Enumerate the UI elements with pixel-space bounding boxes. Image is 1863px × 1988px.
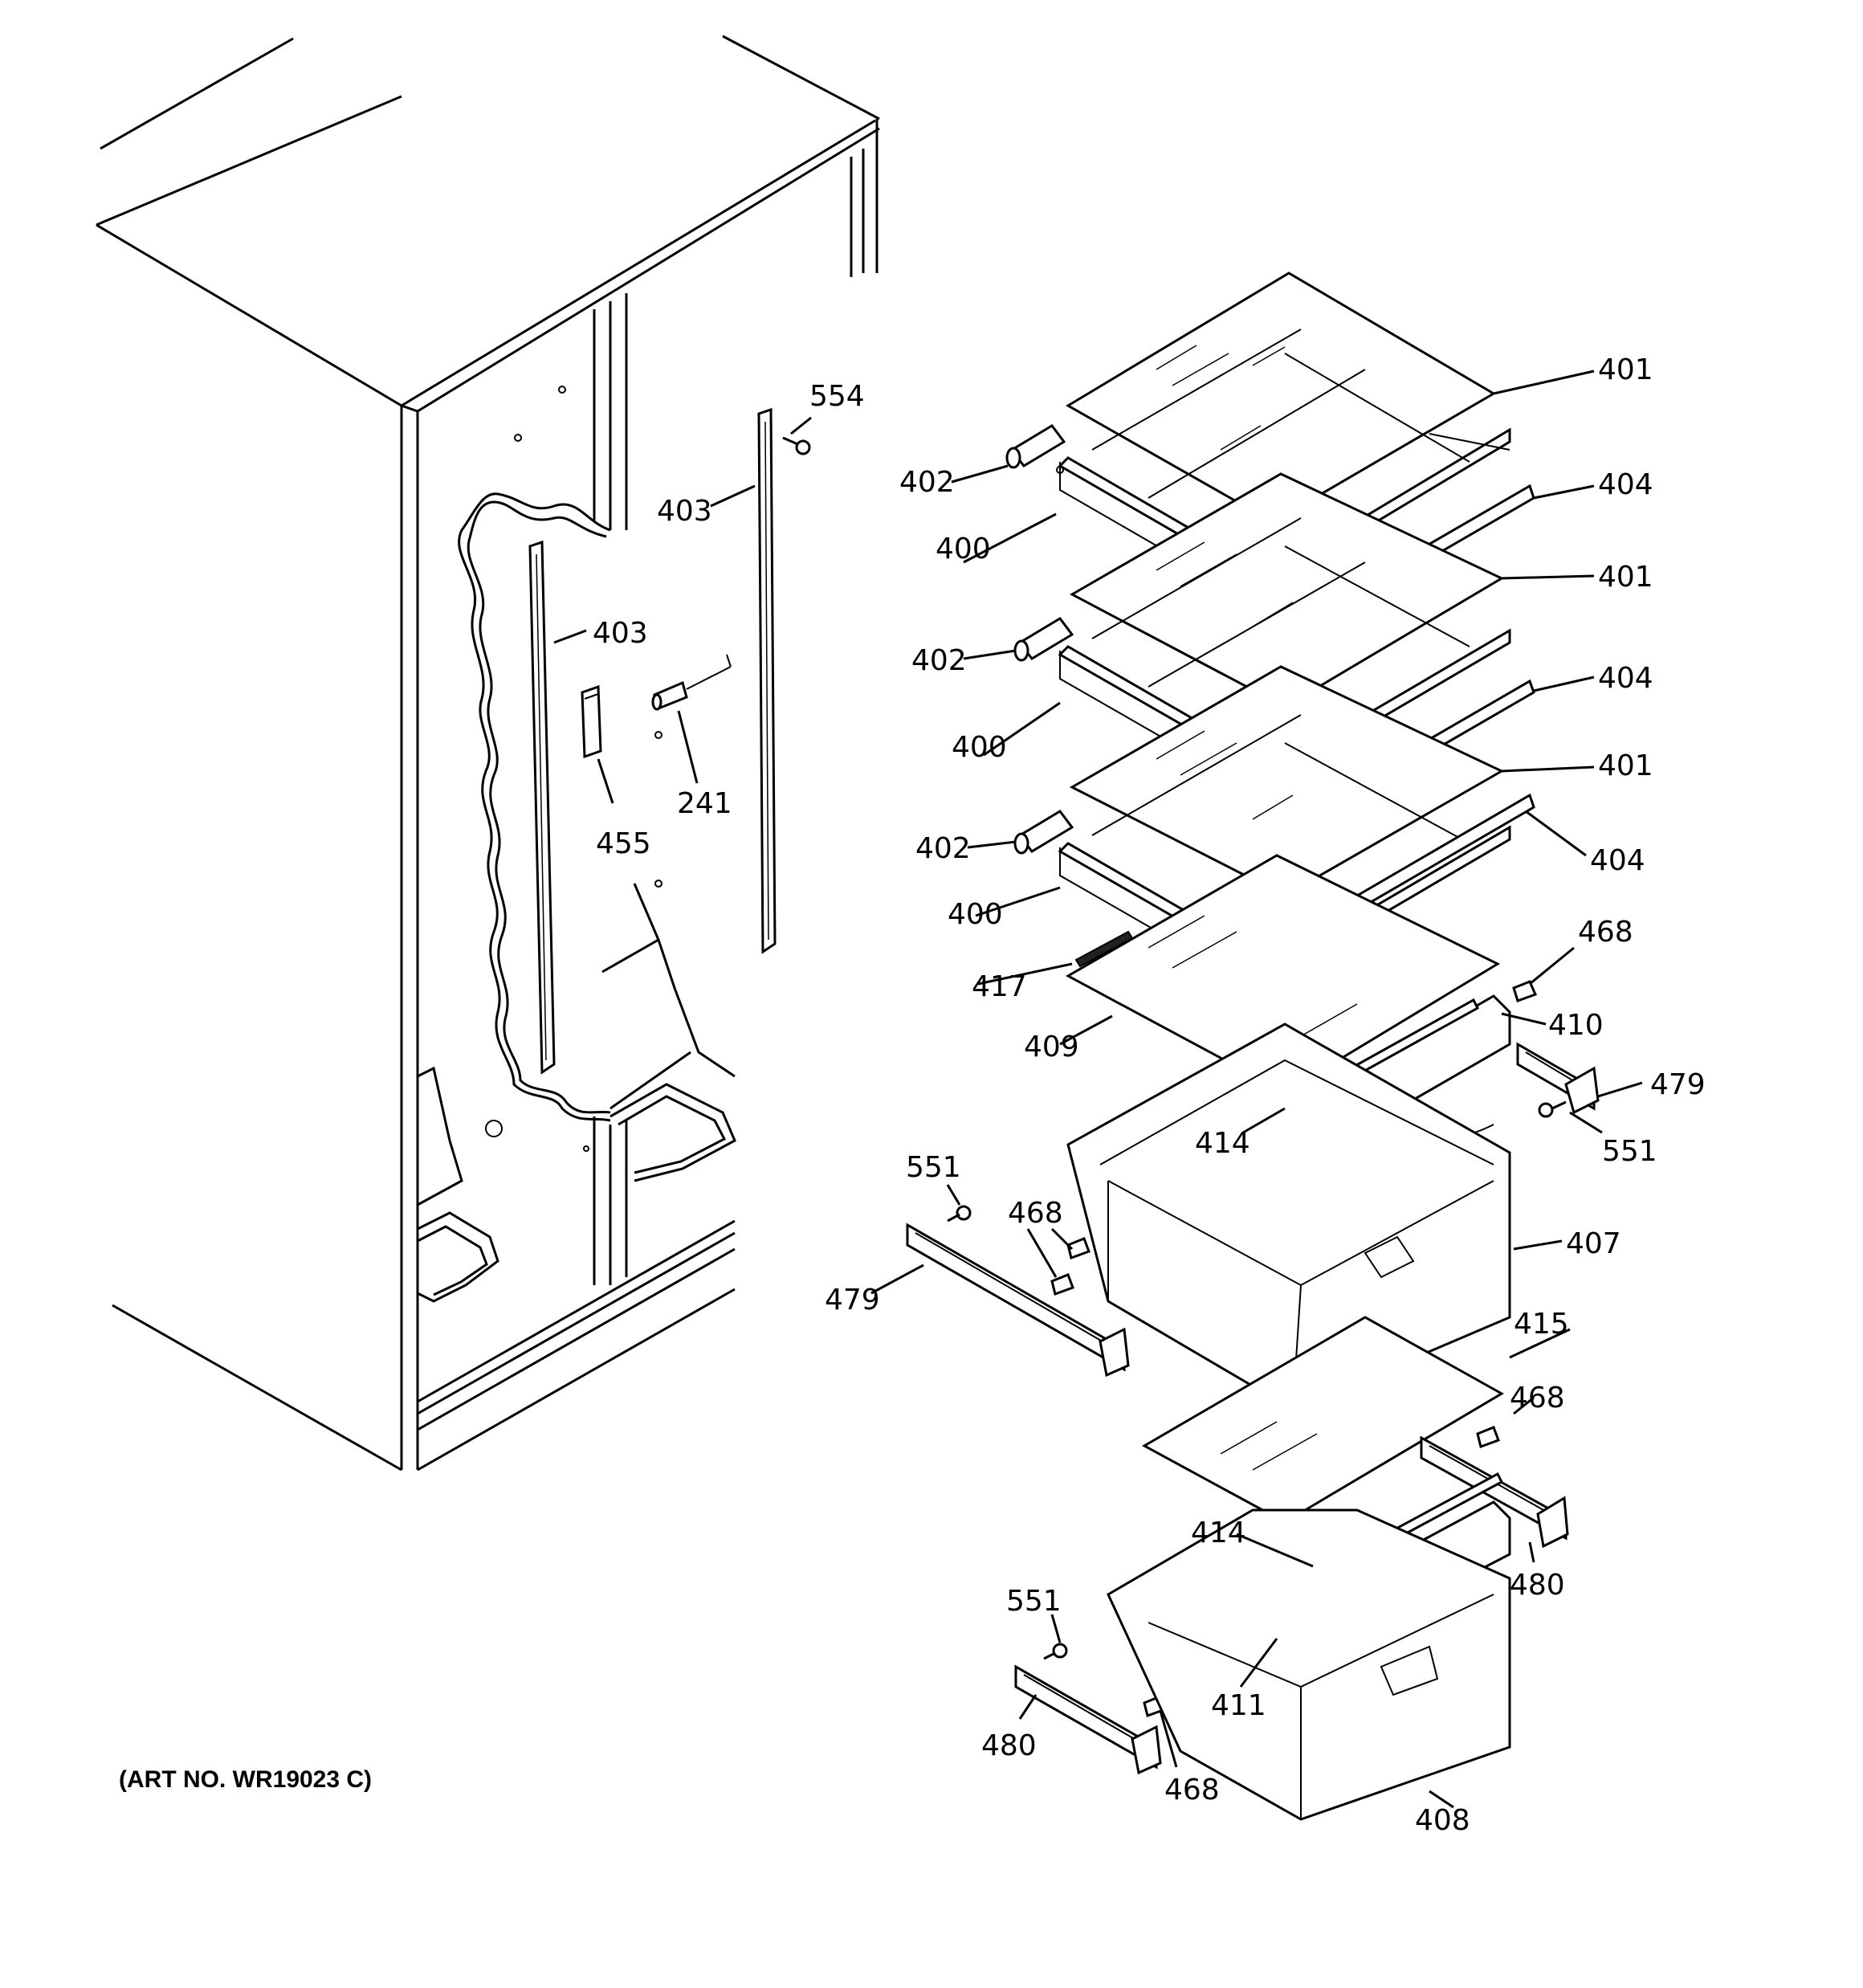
callout-414-2: 414 xyxy=(1191,1517,1246,1549)
callout-480-left: 480 xyxy=(981,1729,1037,1762)
callout-551-1: 551 xyxy=(1602,1135,1657,1168)
callout-415: 415 xyxy=(1514,1308,1569,1341)
shelf-ladder-right xyxy=(757,407,777,954)
art-number: (ART NO. WR19023 C) xyxy=(119,1766,372,1793)
callout-479-right: 479 xyxy=(1650,1068,1706,1101)
leader-lines xyxy=(553,369,1643,1809)
cap-468-3 xyxy=(1476,1426,1500,1448)
callout-551-3: 551 xyxy=(1006,1585,1062,1618)
part-241 xyxy=(651,654,732,711)
screw-554 xyxy=(782,436,811,455)
callout-410: 410 xyxy=(1548,1009,1604,1042)
callout-468-3: 468 xyxy=(1510,1382,1565,1414)
callout-400-2: 400 xyxy=(952,731,1007,764)
callout-408: 408 xyxy=(1415,1804,1470,1837)
callout-414-1: 414 xyxy=(1195,1127,1250,1160)
callout-409: 409 xyxy=(1024,1031,1079,1063)
callout-403-right: 403 xyxy=(657,495,712,528)
callout-labels: 554 403 403 455 241 401 402 400 404 401 … xyxy=(593,353,1706,1837)
callout-402-1: 402 xyxy=(899,466,955,499)
callout-401-2: 401 xyxy=(1598,561,1653,594)
callout-468-2: 468 xyxy=(1008,1197,1063,1230)
callout-400-1: 400 xyxy=(936,533,991,565)
callout-551-2: 551 xyxy=(906,1151,961,1184)
cap-468-1 xyxy=(1512,980,1538,1002)
callout-480-right: 480 xyxy=(1510,1569,1565,1602)
crisper-cover-glass-409 xyxy=(1065,854,1501,1094)
drawer-408 xyxy=(1107,1508,1511,1821)
callout-468-1: 468 xyxy=(1578,916,1633,949)
slide-479-right xyxy=(1516,1042,1600,1115)
part-455 xyxy=(581,684,602,759)
callout-400-3: 400 xyxy=(948,898,1003,931)
shelf-ladder-left xyxy=(528,540,556,1075)
callout-411: 411 xyxy=(1211,1689,1266,1722)
callout-554: 554 xyxy=(809,380,865,413)
callout-401-3: 401 xyxy=(1598,749,1653,782)
callout-403-left: 403 xyxy=(593,617,648,650)
callout-401-1: 401 xyxy=(1598,353,1653,386)
screw-551-1 xyxy=(1538,1100,1567,1118)
callout-402-2: 402 xyxy=(911,644,967,677)
callout-468-4: 468 xyxy=(1164,1774,1220,1806)
crisper-drawer-407 xyxy=(1066,1023,1511,1411)
callout-479-left: 479 xyxy=(825,1284,880,1316)
callout-455: 455 xyxy=(596,827,651,860)
callout-407: 407 xyxy=(1566,1227,1621,1260)
callout-404-2: 404 xyxy=(1598,662,1653,695)
callout-241: 241 xyxy=(677,787,732,820)
slide-479-left xyxy=(906,1223,1130,1378)
cap-468-2 xyxy=(1050,1237,1090,1296)
callout-404-3: 404 xyxy=(1590,844,1645,877)
refrigerator-cabinet xyxy=(96,35,880,1472)
screw-551-2 xyxy=(947,1205,972,1223)
callout-402-3: 402 xyxy=(915,832,971,865)
callout-417: 417 xyxy=(972,970,1027,1003)
screw-551-3 xyxy=(1043,1643,1068,1660)
pin-402-2 xyxy=(1013,617,1074,662)
pin-402-1 xyxy=(1005,424,1066,469)
pin-402-3 xyxy=(1013,810,1074,855)
callout-404-1: 404 xyxy=(1598,468,1653,501)
slide-480-right xyxy=(1420,1435,1569,1549)
crisper-cover-glass-415 xyxy=(1141,1316,1505,1524)
slide-480-left xyxy=(1014,1664,1162,1775)
